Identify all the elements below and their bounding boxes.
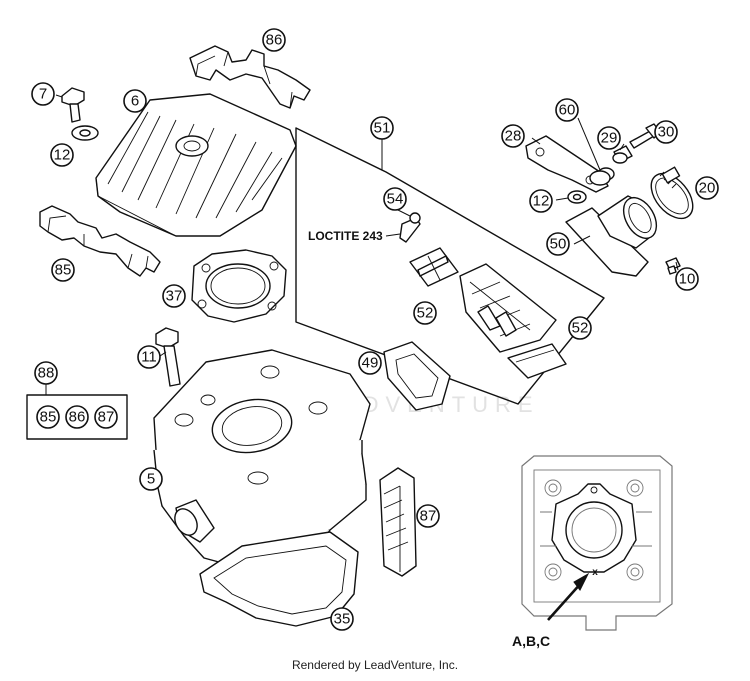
callout-51[interactable]: 51 bbox=[370, 116, 394, 140]
callout-49[interactable]: 49 bbox=[358, 351, 382, 375]
callout-54[interactable]: 54 bbox=[383, 187, 407, 211]
svg-text:11: 11 bbox=[141, 349, 157, 366]
part-10-screw[interactable] bbox=[665, 257, 681, 275]
svg-text:28: 28 bbox=[505, 128, 522, 145]
callout-50[interactable]: 50 bbox=[546, 232, 570, 256]
svg-text:87: 87 bbox=[98, 409, 115, 426]
callout-29[interactable]: 29 bbox=[597, 126, 621, 150]
callout-7[interactable]: 7 bbox=[31, 82, 55, 106]
callout-kit-85[interactable]: 85 bbox=[36, 405, 60, 429]
svg-text:52: 52 bbox=[417, 305, 434, 322]
callout-kit-86[interactable]: 86 bbox=[65, 405, 89, 429]
svg-text:86: 86 bbox=[69, 409, 86, 426]
part-85-bracket[interactable] bbox=[39, 205, 161, 277]
part-29-sleeve[interactable] bbox=[612, 143, 633, 164]
callout-86[interactable]: 86 bbox=[262, 28, 286, 52]
svg-text:6: 6 bbox=[131, 93, 139, 110]
callout-28[interactable]: 28 bbox=[501, 124, 525, 148]
part-86-top-bracket[interactable] bbox=[189, 45, 311, 109]
svg-text:35: 35 bbox=[334, 611, 351, 628]
svg-text:LOCTITE 243: LOCTITE 243 bbox=[308, 229, 383, 243]
svg-text:87: 87 bbox=[420, 508, 437, 525]
part-54-screw[interactable] bbox=[393, 207, 421, 243]
footer-credit: Rendered by LeadVenture, Inc. bbox=[291, 658, 459, 672]
svg-text:88: 88 bbox=[38, 365, 55, 382]
part-52-reed-petals-lower[interactable] bbox=[507, 343, 567, 379]
part-11-stud-bolt[interactable] bbox=[155, 327, 181, 387]
detail-cylinder-top-view: x A,B,C bbox=[512, 455, 673, 649]
svg-text:85: 85 bbox=[55, 262, 72, 279]
svg-text:51: 51 bbox=[374, 120, 391, 137]
svg-text:x: x bbox=[592, 567, 598, 578]
part-60-spacer[interactable] bbox=[577, 117, 615, 186]
loctite-label: LOCTITE 243 bbox=[308, 229, 401, 243]
callout-12-left[interactable]: 12 bbox=[50, 143, 74, 167]
svg-text:85: 85 bbox=[40, 409, 57, 426]
part-49-intake-gasket[interactable] bbox=[383, 341, 451, 411]
svg-text:20: 20 bbox=[699, 180, 716, 197]
part-28-bracket[interactable] bbox=[525, 135, 609, 193]
part-35-base-gasket[interactable] bbox=[199, 531, 359, 627]
reed-cage[interactable] bbox=[459, 263, 557, 353]
svg-text:50: 50 bbox=[550, 236, 567, 253]
reed-valve-kit-51[interactable] bbox=[295, 127, 605, 405]
svg-text:52: 52 bbox=[572, 320, 589, 337]
svg-text:10: 10 bbox=[679, 271, 696, 288]
callout-35[interactable]: 35 bbox=[330, 607, 354, 631]
detail-ref-label: A,B,C bbox=[512, 633, 550, 649]
svg-text:12: 12 bbox=[54, 147, 71, 164]
callout-87[interactable]: 87 bbox=[416, 504, 440, 528]
part-12-washer-right[interactable] bbox=[555, 190, 587, 204]
part-12-washer-left[interactable] bbox=[71, 125, 99, 141]
svg-text:7: 7 bbox=[39, 86, 47, 103]
callout-88[interactable]: 88 bbox=[34, 361, 58, 385]
part-50-intake-manifold[interactable] bbox=[565, 192, 663, 277]
part-7-bolt[interactable] bbox=[55, 87, 85, 123]
svg-text:30: 30 bbox=[658, 124, 675, 141]
svg-text:29: 29 bbox=[601, 130, 618, 147]
callout-5[interactable]: 5 bbox=[139, 467, 163, 491]
callout-85[interactable]: 85 bbox=[51, 258, 75, 282]
callout-11[interactable]: 11 bbox=[137, 345, 161, 369]
callout-60[interactable]: 60 bbox=[555, 98, 579, 122]
part-87-block[interactable] bbox=[379, 467, 417, 577]
callout-52-lower[interactable]: 52 bbox=[568, 316, 592, 340]
kit-88-box bbox=[26, 384, 128, 440]
part-20-hose-clamp[interactable] bbox=[643, 166, 701, 226]
part-37-head-gasket[interactable] bbox=[191, 249, 287, 323]
svg-text:37: 37 bbox=[166, 288, 183, 305]
svg-text:12: 12 bbox=[533, 193, 550, 210]
svg-text:54: 54 bbox=[387, 191, 404, 208]
callout-37[interactable]: 37 bbox=[162, 284, 186, 308]
part-6-cylinder-head[interactable] bbox=[95, 93, 297, 237]
callout-kit-87[interactable]: 87 bbox=[94, 405, 118, 429]
part-52-reed-petals-upper[interactable] bbox=[409, 247, 459, 287]
svg-text:49: 49 bbox=[362, 355, 379, 372]
callout-12-right[interactable]: 12 bbox=[529, 189, 553, 213]
callout-6[interactable]: 6 bbox=[123, 89, 147, 113]
callout-10[interactable]: 10 bbox=[675, 267, 699, 291]
callout-52-upper[interactable]: 52 bbox=[413, 301, 437, 325]
callout-20[interactable]: 20 bbox=[695, 176, 719, 200]
callout-30[interactable]: 30 bbox=[654, 120, 678, 144]
svg-text:86: 86 bbox=[266, 32, 283, 49]
svg-text:5: 5 bbox=[147, 471, 155, 488]
svg-text:60: 60 bbox=[559, 102, 576, 119]
